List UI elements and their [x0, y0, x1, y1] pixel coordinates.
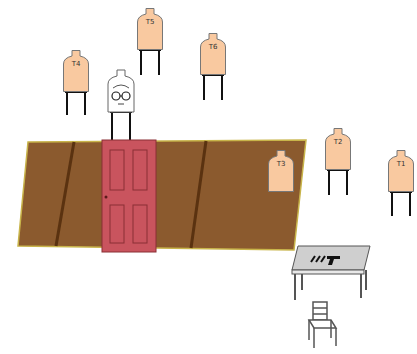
target-outline [137, 8, 163, 50]
wall [18, 140, 306, 250]
target: T5 [137, 8, 163, 50]
target-body [269, 151, 294, 192]
target-number: T1 [388, 161, 414, 168]
target-body [201, 34, 226, 75]
target-outline [268, 150, 294, 192]
pistol [327, 256, 340, 265]
no-shoot-target [108, 70, 134, 112]
chair [309, 302, 336, 348]
target: T1 [388, 150, 414, 192]
target: T2 [325, 128, 351, 170]
table [292, 246, 370, 300]
target: T3 [268, 150, 294, 192]
target-body [64, 51, 89, 92]
target-number: T5 [137, 19, 163, 26]
target-body [326, 129, 351, 170]
door [102, 140, 156, 252]
target-outline [200, 33, 226, 75]
target: T4 [63, 50, 89, 92]
target-number: T4 [63, 61, 89, 68]
target-body [138, 9, 163, 50]
target-outline [325, 128, 351, 170]
target-outline [63, 50, 89, 92]
target-outline [388, 150, 414, 192]
target: T6 [200, 33, 226, 75]
target-number: T2 [325, 139, 351, 146]
target-number: T6 [200, 44, 226, 51]
target-body [389, 151, 414, 192]
target-number: T3 [268, 161, 294, 168]
magazines [311, 256, 325, 262]
